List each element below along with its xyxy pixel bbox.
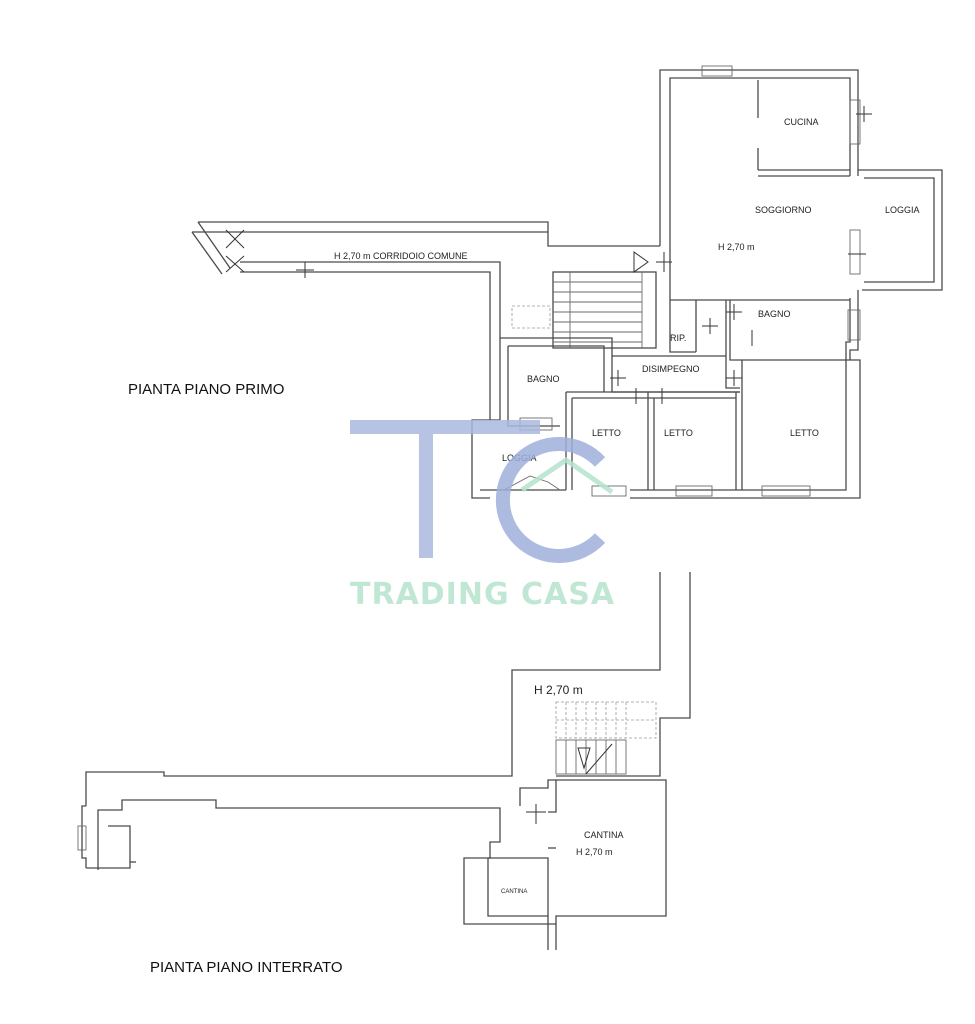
watermark-c-arc: [495, 437, 606, 563]
basement-title: PIANTA PIANO INTERRATO: [150, 959, 343, 976]
basement-stair-height: H 2,70 m: [534, 683, 583, 697]
room-label-bagno-east: BAGNO: [758, 309, 791, 319]
room-label-soggiorno: SOGGIORNO: [755, 205, 812, 215]
room-label-letto-2: LETTO: [664, 428, 693, 438]
room-label-cucina: CUCINA: [784, 117, 819, 127]
watermark-t-stem: [419, 420, 433, 558]
watermark-logo: TRADING CASA: [350, 420, 615, 612]
watermark-roof-icon: [520, 456, 614, 495]
stairs-basement: [555, 701, 657, 775]
room-height-soggiorno: H 2,70 m: [718, 242, 755, 252]
first-floor-plan: H 2,70 m CORRIDOIO COMUNE CUCINA SOGGIOR…: [191, 65, 943, 499]
watermark-t-bar: [350, 420, 540, 434]
first-floor-title: PIANTA PIANO PRIMO: [128, 381, 284, 398]
room-label-loggia-east: LOGGIA: [885, 205, 920, 215]
room-label-rip: RIP.: [670, 333, 686, 343]
stairs-first-floor: [553, 272, 643, 348]
room-label-disimpegno: DISIMPEGNO: [642, 364, 700, 374]
room-label-cantina-small: CANTINA: [501, 889, 527, 895]
room-label-letto-3: LETTO: [790, 428, 819, 438]
room-height-cantina-main: H 2,70 m: [576, 847, 613, 857]
room-label-letto-1: LETTO: [592, 428, 621, 438]
room-label-cantina-main: CANTINA: [584, 830, 624, 840]
basement-plan: H 2,70 m CANTINA H 2,70 m CANTINA: [77, 572, 691, 950]
watermark-brand: TRADING CASA: [350, 577, 615, 612]
room-label-bagno-west: BAGNO: [527, 374, 560, 384]
corridor-label: H 2,70 m CORRIDOIO COMUNE: [334, 251, 468, 261]
